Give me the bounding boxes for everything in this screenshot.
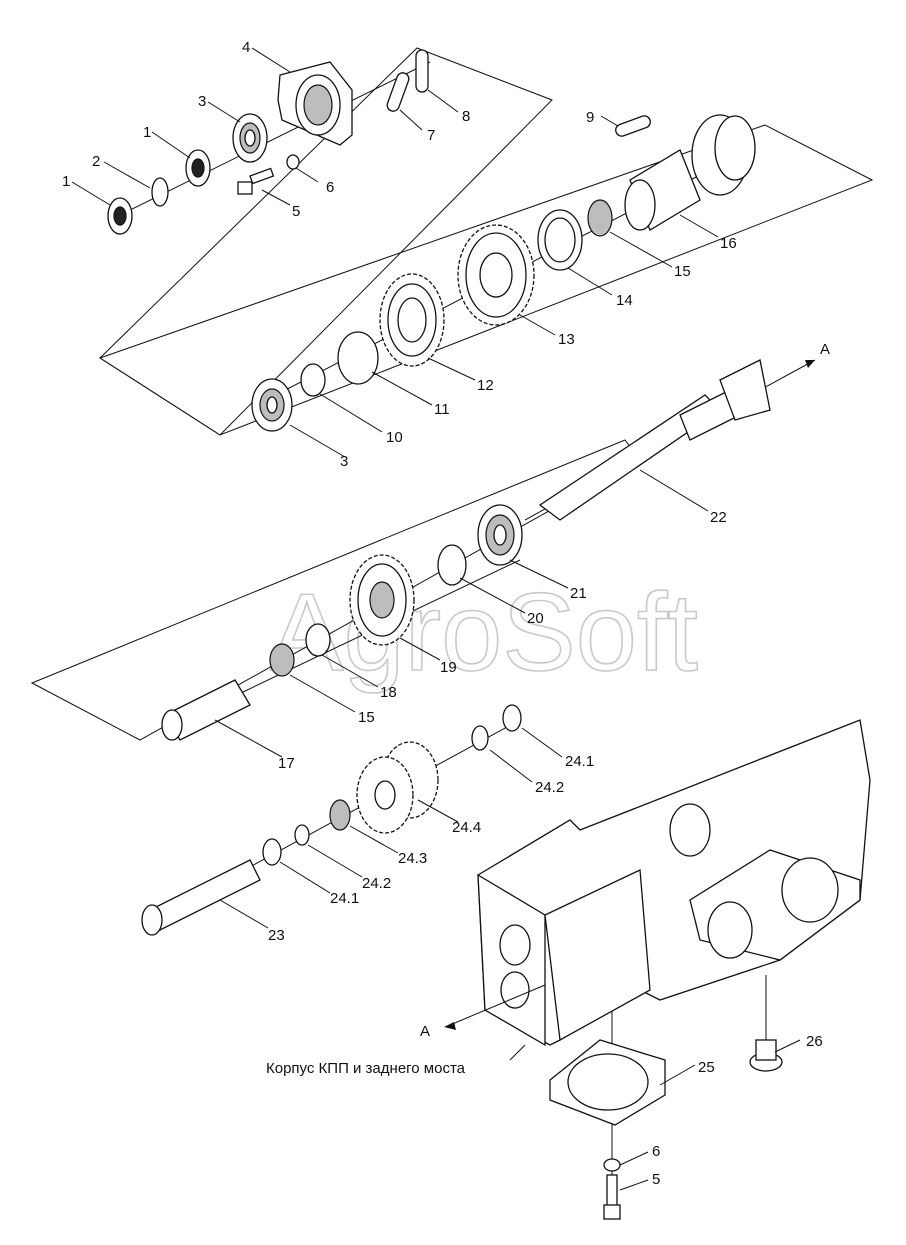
label-18: 18 (380, 684, 397, 701)
gear-part-24-4 (356, 741, 439, 834)
washer-part-10 (300, 363, 326, 397)
label-6a: 6 (326, 179, 334, 196)
label-7: 7 (427, 127, 435, 144)
housing-caption: Корпус КПП и заднего моста (266, 1060, 466, 1077)
label-13: 13 (558, 331, 575, 348)
lock-washer-part-2 (151, 177, 169, 207)
label-6b: 6 (652, 1143, 660, 1160)
axle-part-23 (141, 859, 261, 936)
label-3b: 3 (340, 453, 348, 470)
leader-lines (71, 47, 801, 1191)
label-24-1a: 24.1 (565, 753, 594, 770)
label-20: 20 (527, 610, 544, 627)
label-24-2b: 24.2 (362, 875, 391, 892)
washer-part-18 (305, 623, 331, 657)
label-16: 16 (720, 235, 737, 252)
label-arrow-a-bottom: A (420, 1023, 430, 1040)
circlip-part-20 (437, 544, 467, 586)
key-part-9 (615, 115, 651, 137)
shim-part-24-2b (294, 824, 310, 846)
label-9: 9 (586, 109, 594, 126)
sleeve-part-17 (161, 679, 251, 741)
watermark: AgroSoft (270, 571, 698, 694)
bearing-part-3b (251, 378, 293, 432)
label-15b: 15 (358, 709, 375, 726)
ring-part-14-inner (544, 217, 576, 263)
label-10: 10 (386, 429, 403, 446)
label-3a: 3 (198, 93, 206, 110)
arrow-a-bottom-head (444, 1022, 456, 1030)
pinion-shaft-part-22 (538, 359, 771, 521)
shim-part-24-1b (262, 838, 282, 866)
shim-part-24-2a (471, 725, 489, 751)
label-1b: 1 (143, 124, 151, 141)
gearbox-housing (477, 719, 871, 1047)
bearing-part-3a (232, 113, 268, 163)
shim-part-8 (415, 49, 429, 93)
label-23: 23 (268, 927, 285, 944)
drain-plug-part-26 (749, 1039, 783, 1072)
frame-middle (98, 124, 874, 436)
label-19: 19 (440, 659, 457, 676)
gear-shaft-part-16 (624, 114, 756, 231)
label-15a: 15 (674, 263, 691, 280)
label-24-1b: 24.1 (330, 890, 359, 907)
flange-housing-part-4 (277, 61, 353, 146)
label-arrow-a-top: A (820, 341, 830, 358)
gear-part-12 (379, 273, 445, 367)
label-17: 17 (278, 755, 295, 772)
bearing-part-21 (477, 504, 523, 566)
axis-line-1 (119, 61, 431, 216)
gear-part-13 (457, 224, 535, 326)
spring-part-24-3 (329, 799, 351, 831)
label-24-2a: 24.2 (535, 779, 564, 796)
bolt-part-5b (603, 1174, 621, 1220)
label-8: 8 (462, 108, 470, 125)
bolt-part-5a (237, 167, 275, 195)
washer-part-6a (286, 154, 300, 170)
shim-part-7 (386, 72, 410, 112)
label-14: 14 (616, 292, 633, 309)
arrow-a-top-head (805, 360, 815, 368)
label-11: 11 (434, 401, 450, 418)
label-1a: 1 (62, 173, 70, 190)
needle-bearing-part-15b (269, 643, 295, 677)
arrow-a-bottom (449, 984, 546, 1026)
circlip-part-11 (337, 331, 379, 385)
label-26: 26 (806, 1033, 823, 1050)
washer-part-6b (603, 1158, 621, 1172)
label-5b: 5 (652, 1171, 660, 1188)
label-21: 21 (570, 585, 587, 602)
label-2: 2 (92, 153, 100, 170)
label-24-3: 24.3 (398, 850, 427, 867)
label-25: 25 (698, 1059, 715, 1076)
arrow-a-top (759, 359, 816, 391)
needle-bearing-part-15a (587, 199, 613, 237)
label-5a: 5 (292, 203, 300, 220)
label-22: 22 (710, 509, 727, 526)
shim-part-24-1a (502, 704, 522, 732)
gasket-plate-part-25 (549, 1039, 666, 1126)
label-12: 12 (477, 377, 494, 394)
label-24-4: 24.4 (452, 819, 481, 836)
gear-part-19 (349, 554, 415, 646)
nut-part-1b (185, 149, 211, 187)
label-4: 4 (242, 39, 250, 56)
nut-part-1a (107, 197, 133, 235)
